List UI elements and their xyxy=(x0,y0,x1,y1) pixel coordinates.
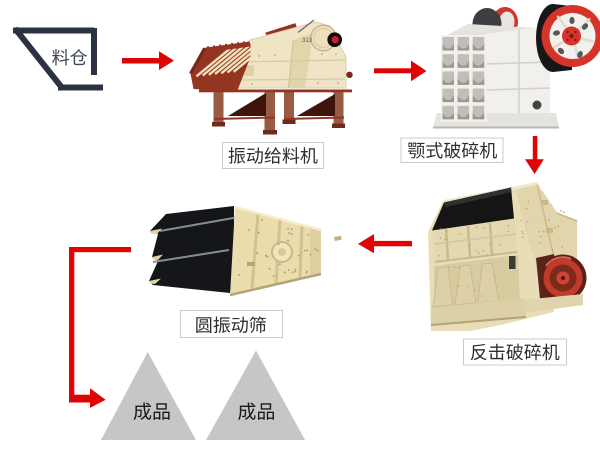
svg-text:313: 313 xyxy=(302,38,313,44)
